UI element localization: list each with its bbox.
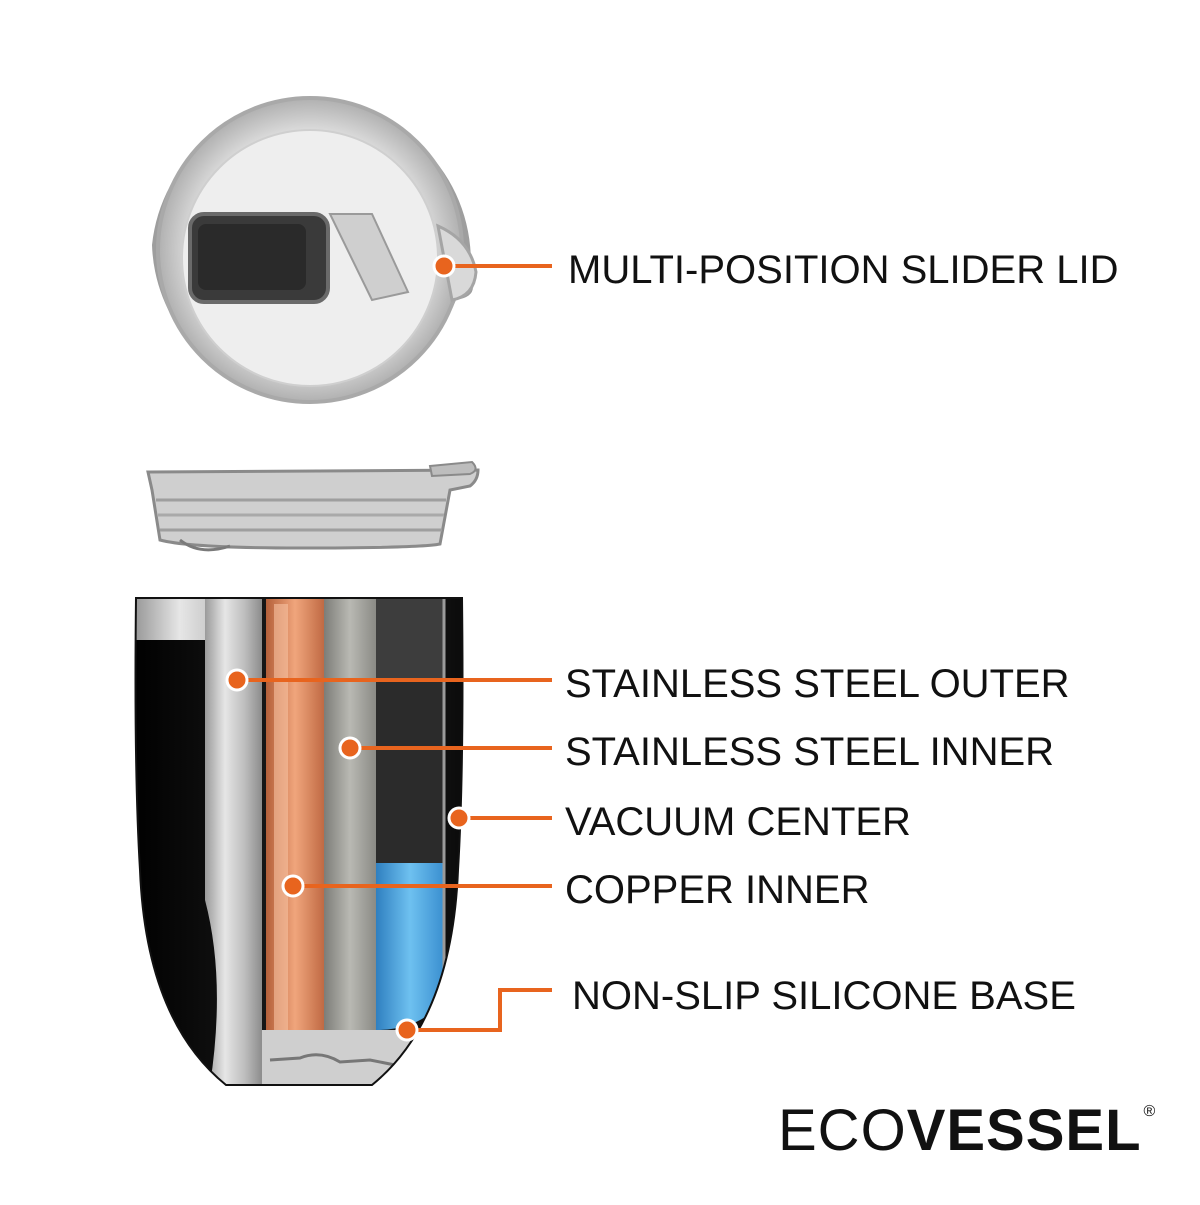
- brand-logo: ECOVESSEL®: [778, 1102, 1153, 1160]
- label-stainless-outer: STAINLESS STEEL OUTER: [565, 664, 1070, 704]
- callout-dot-base: [397, 1020, 417, 1040]
- brand-name: VESSEL: [907, 1098, 1142, 1163]
- label-copper-inner: COPPER INNER: [565, 870, 870, 910]
- tumbler-cutaway: [130, 590, 470, 1090]
- brand-prefix: ECO: [778, 1098, 907, 1163]
- label-stainless-inner: STAINLESS STEEL INNER: [565, 732, 1054, 772]
- callout-dot-copper: [283, 876, 303, 896]
- label-slider-lid: MULTI-POSITION SLIDER LID: [568, 250, 1118, 290]
- lid-top-view: [152, 98, 476, 402]
- registered-mark: ®: [1144, 1103, 1156, 1120]
- callout-dot-inner: [340, 738, 360, 758]
- callout-dot-vacuum: [449, 808, 469, 828]
- lid-side-view: [148, 462, 478, 550]
- callout-dot-outer: [227, 670, 247, 690]
- callout-dot-lid: [434, 256, 454, 276]
- label-silicone-base: NON-SLIP SILICONE BASE: [572, 976, 1076, 1016]
- label-vacuum-center: VACUUM CENTER: [565, 802, 911, 842]
